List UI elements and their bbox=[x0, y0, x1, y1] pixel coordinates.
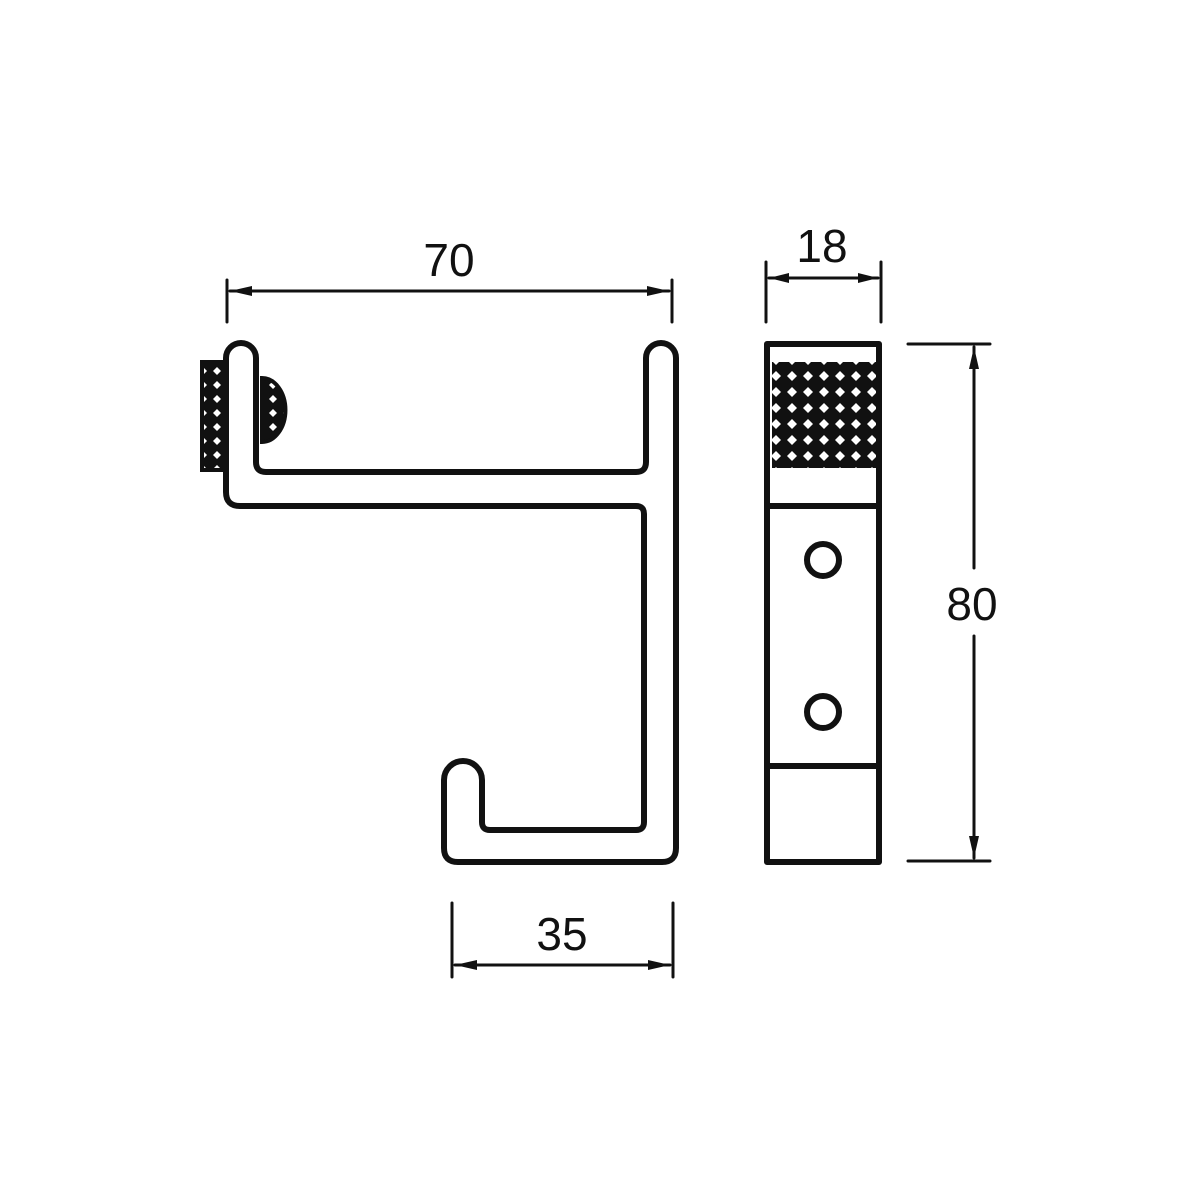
dimension-18: 18 bbox=[764, 220, 883, 324]
dimension-70: 70 bbox=[225, 234, 674, 324]
arrowhead-right-icon bbox=[648, 960, 670, 970]
screw-hole-icon bbox=[804, 541, 842, 579]
dimension-80: 80 bbox=[906, 342, 998, 863]
arrowhead-down-icon bbox=[969, 836, 979, 858]
arrowhead-right-icon bbox=[858, 273, 878, 283]
dimension-label-80: 80 bbox=[946, 578, 997, 630]
dimension-label-70: 70 bbox=[423, 234, 474, 286]
screw-hole-icon bbox=[804, 693, 842, 731]
arrowhead-right-icon bbox=[647, 286, 669, 296]
arrowhead-left-icon bbox=[455, 960, 477, 970]
side-view bbox=[200, 340, 679, 865]
dimension-label-18: 18 bbox=[796, 220, 847, 272]
knurled-cap bbox=[772, 362, 876, 468]
dimension-35: 35 bbox=[450, 901, 675, 979]
knob-dome bbox=[260, 375, 288, 445]
arrowhead-left-icon bbox=[230, 286, 252, 296]
front-body-outline bbox=[764, 341, 882, 865]
knurled-knob bbox=[200, 360, 228, 472]
front-view bbox=[764, 341, 882, 865]
arrowhead-up-icon bbox=[969, 347, 979, 369]
arrowhead-left-icon bbox=[769, 273, 789, 283]
hook-profile bbox=[223, 340, 679, 865]
dimension-label-35: 35 bbox=[536, 908, 587, 960]
